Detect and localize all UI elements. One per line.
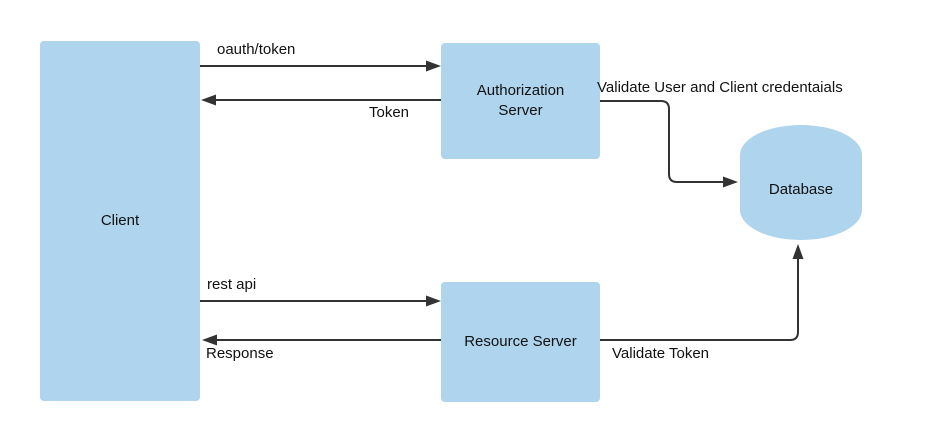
edge-label-validate-credentials: Validate User and Client credentaials (597, 79, 843, 96)
edge-label-response: Response (206, 345, 274, 362)
edge-response-arrow (202, 334, 441, 346)
node-client-label: Client (100, 212, 140, 229)
edge-label-rest-api: rest api (207, 276, 257, 293)
edge-validate-token-arrow (600, 244, 804, 341)
node-client: Client (40, 41, 200, 401)
node-resource-server: Resource Server (441, 282, 600, 402)
edge-label-oauth-token: oauth/token (217, 41, 296, 58)
edge-label-validate-token: Validate Token (612, 345, 710, 362)
node-authorization-server-label: Authorization Server (476, 82, 565, 119)
node-database: Database (740, 125, 862, 240)
node-authorization-server: Authorization Server (441, 43, 600, 159)
edge-label-token: Token (369, 104, 410, 121)
node-resource-server-label: Resource Server (464, 333, 577, 350)
edge-rest-api-arrow (200, 295, 441, 307)
edge-validate-credentials-arrow (600, 100, 738, 188)
node-database-label: Database (768, 180, 834, 198)
edge-oauth-token-arrow (200, 60, 441, 72)
